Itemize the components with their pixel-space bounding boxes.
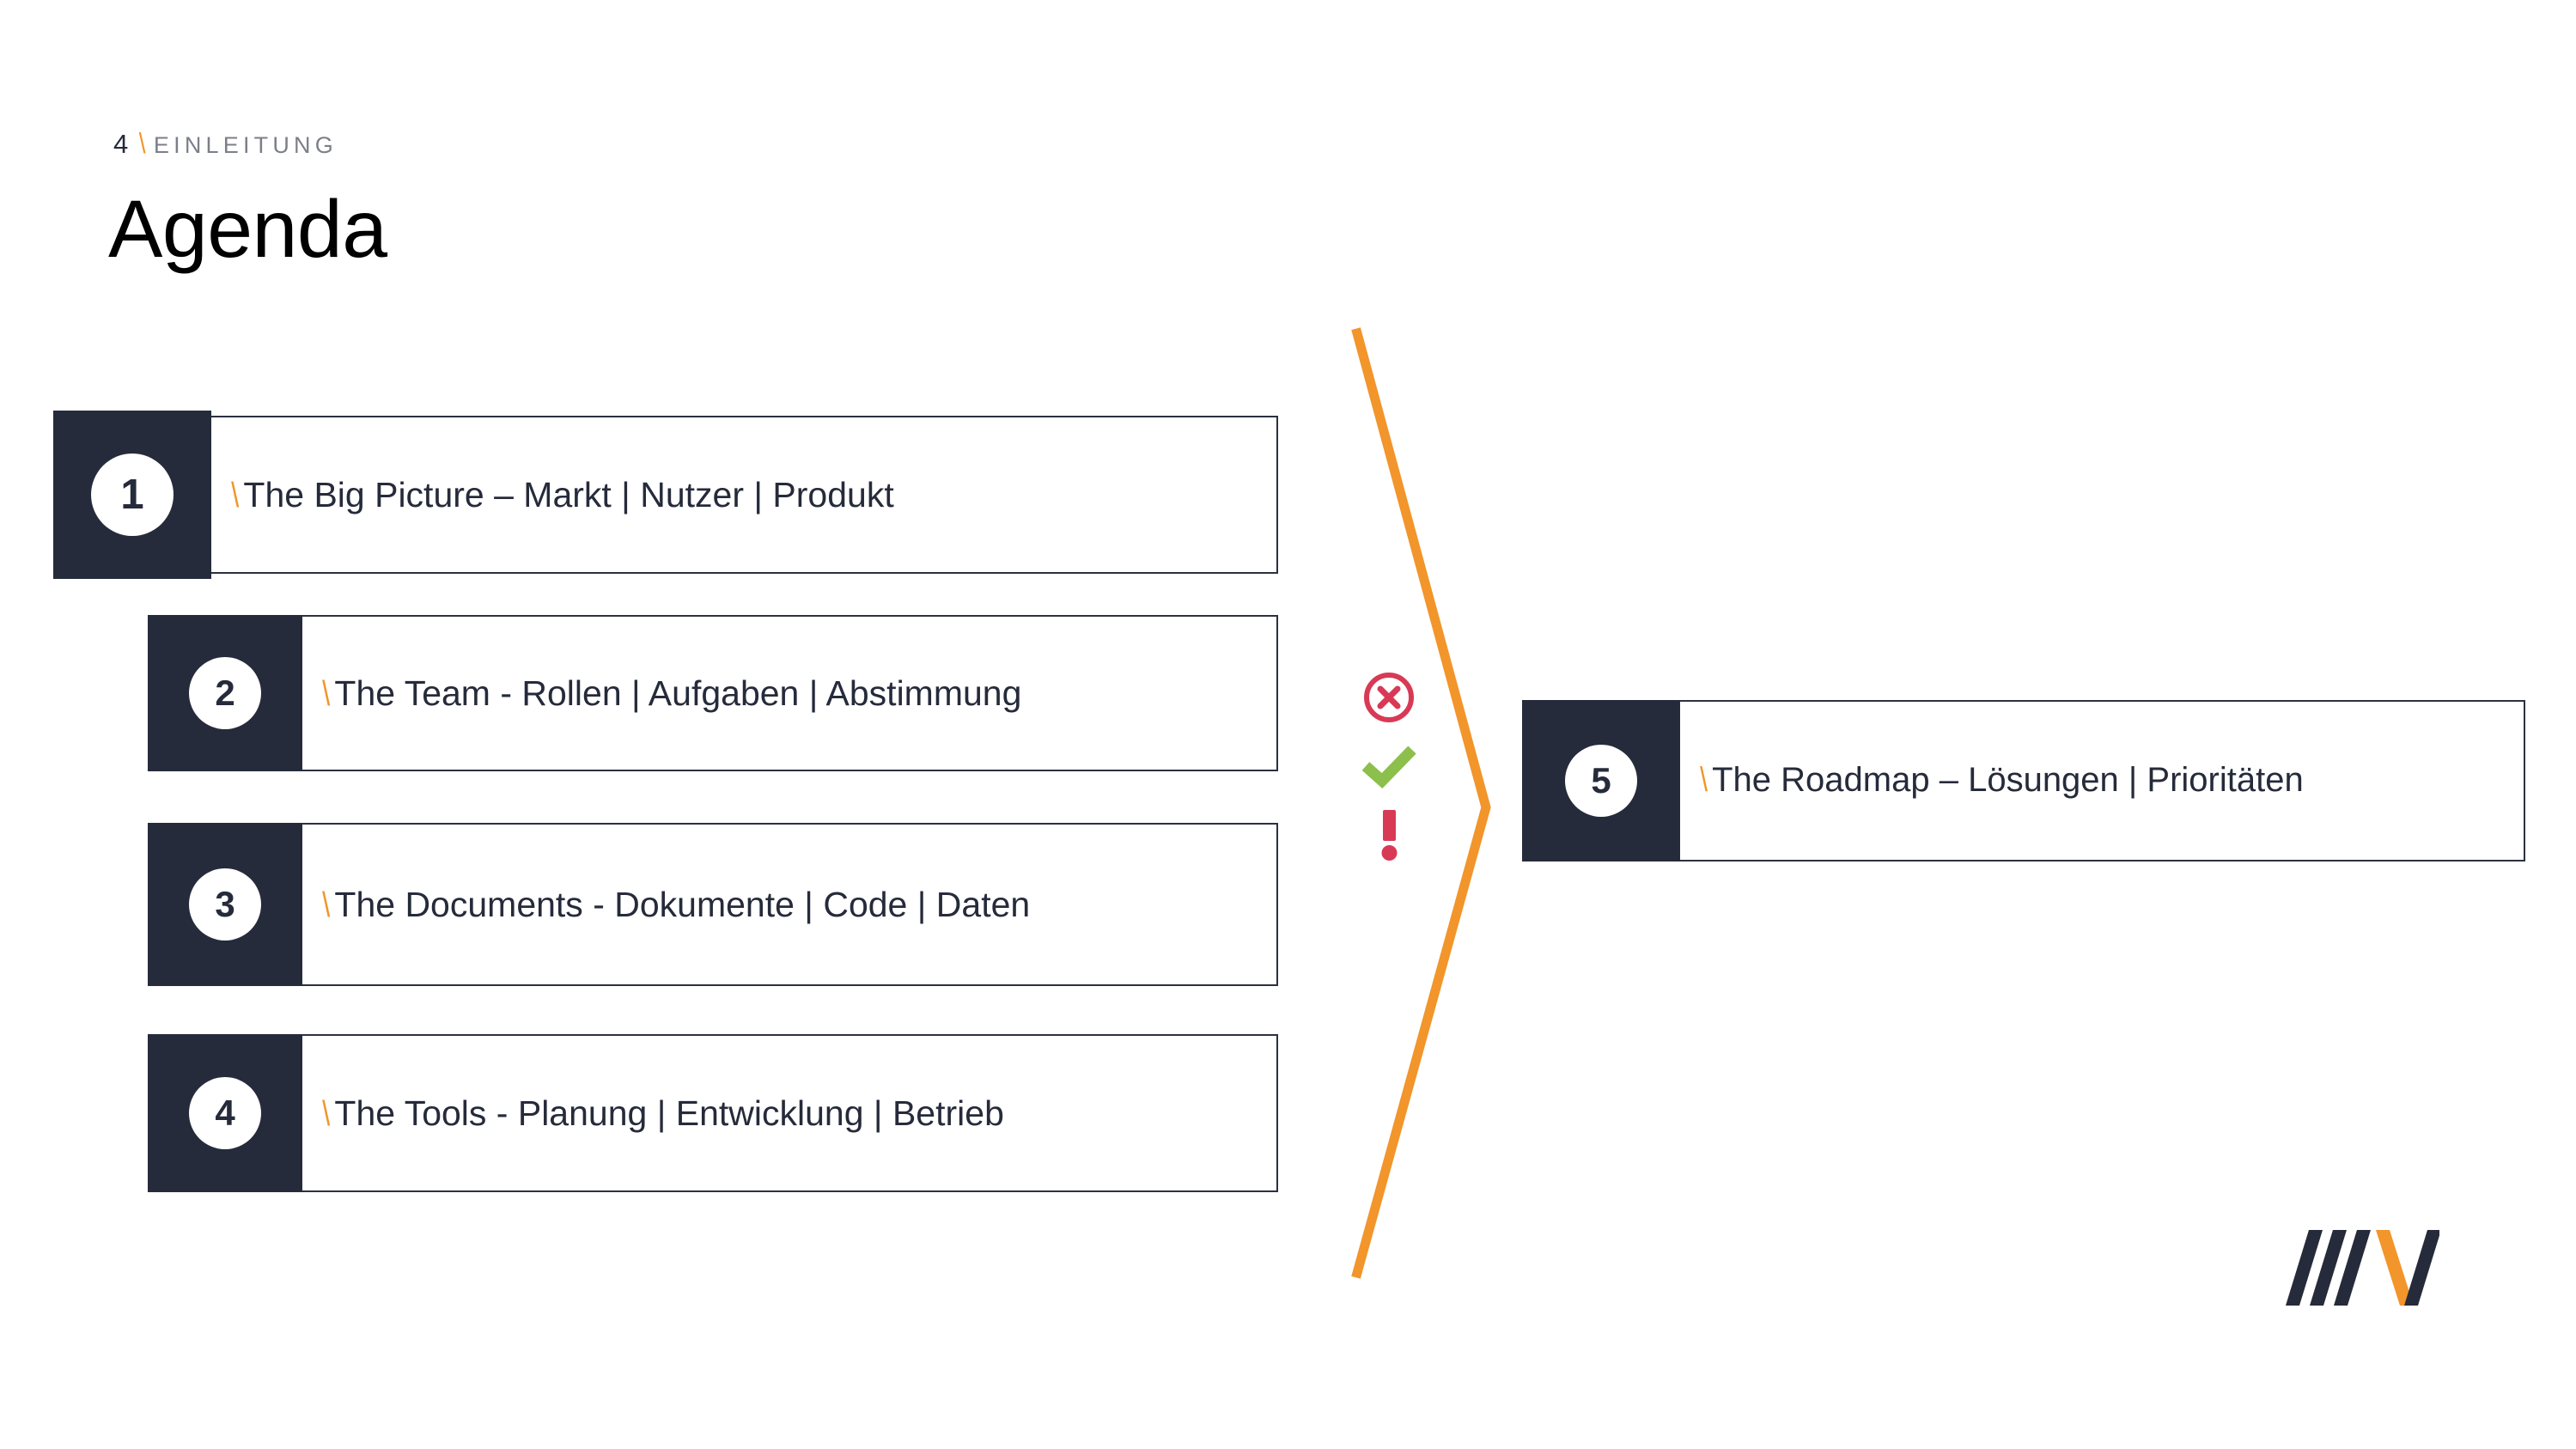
agenda-item-2[interactable]: 2 \The Team - Rollen | Aufgaben | Abstim… — [148, 615, 1278, 771]
backslash-icon: \ — [1700, 761, 1708, 800]
agenda-item-3[interactable]: 3 \The Documents - Dokumente | Code | Da… — [148, 823, 1278, 986]
agenda-item-2-text-wrap: \The Team - Rollen | Aufgaben | Abstimmu… — [321, 673, 1021, 714]
agenda-item-3-body: \The Documents - Dokumente | Code | Date… — [302, 823, 1278, 986]
agenda-item-5-body: \The Roadmap – Lösungen | Prioritäten — [1680, 700, 2525, 861]
agenda-item-4[interactable]: 4 \The Tools - Planung | Entwicklung | B… — [148, 1034, 1278, 1192]
agenda-item-2-badge: 2 — [148, 615, 302, 771]
backslash-icon: \ — [322, 673, 331, 713]
breadcrumb: 4 \ EINLEITUNG — [113, 127, 338, 160]
agenda-item-1-badge: 1 — [53, 411, 211, 579]
agenda-item-4-label: The Tools - Planung | Entwicklung | Betr… — [334, 1093, 1004, 1133]
agenda-item-1[interactable]: 1 \The Big Picture – Markt | Nutzer | Pr… — [53, 411, 1278, 579]
agenda-item-4-text-wrap: \The Tools - Planung | Entwicklung | Bet… — [321, 1093, 1004, 1134]
page-title: Agenda — [108, 184, 387, 275]
agenda-item-1-number: 1 — [91, 454, 174, 536]
agenda-item-2-body: \The Team - Rollen | Aufgaben | Abstimmu… — [302, 615, 1278, 771]
agenda-item-5-number: 5 — [1565, 745, 1637, 817]
agenda-item-1-text-wrap: \The Big Picture – Markt | Nutzer | Prod… — [230, 474, 894, 515]
exclamation-icon — [1350, 804, 1428, 866]
agenda-item-5-badge: 5 — [1522, 700, 1680, 861]
agenda-item-4-body: \The Tools - Planung | Entwicklung | Bet… — [302, 1034, 1278, 1192]
status-icon-group — [1342, 667, 1436, 866]
agenda-item-3-number: 3 — [189, 868, 261, 941]
agenda-item-5[interactable]: 5 \The Roadmap – Lösungen | Prioritäten — [1522, 700, 2525, 861]
circle-x-icon — [1350, 667, 1428, 728]
backslash-icon: \ — [322, 1093, 331, 1133]
agenda-item-4-number: 4 — [189, 1077, 261, 1149]
backslash-icon: \ — [231, 474, 240, 514]
agenda-item-5-label: The Roadmap – Lösungen | Prioritäten — [1712, 761, 2304, 800]
agenda-item-4-badge: 4 — [148, 1034, 302, 1192]
slide-number: 4 — [113, 129, 129, 159]
agenda-item-2-label: The Team - Rollen | Aufgaben | Abstimmun… — [334, 673, 1022, 713]
check-icon — [1350, 735, 1428, 797]
agenda-item-1-body: \The Big Picture – Markt | Nutzer | Prod… — [211, 416, 1278, 574]
agenda-item-1-label: The Big Picture – Markt | Nutzer | Produ… — [243, 474, 894, 514]
agenda-item-3-label: The Documents - Dokumente | Code | Daten — [334, 884, 1031, 924]
agenda-item-5-text-wrap: \The Roadmap – Lösungen | Prioritäten — [1699, 760, 2304, 801]
backslash-icon: \ — [138, 127, 146, 159]
section-label: EINLEITUNG — [153, 132, 338, 158]
agenda-item-3-badge: 3 — [148, 823, 302, 986]
backslash-icon: \ — [322, 884, 331, 924]
agenda-item-2-number: 2 — [189, 657, 261, 729]
agenda-item-3-text-wrap: \The Documents - Dokumente | Code | Date… — [321, 884, 1030, 925]
slashes-logo — [2285, 1230, 2441, 1306]
